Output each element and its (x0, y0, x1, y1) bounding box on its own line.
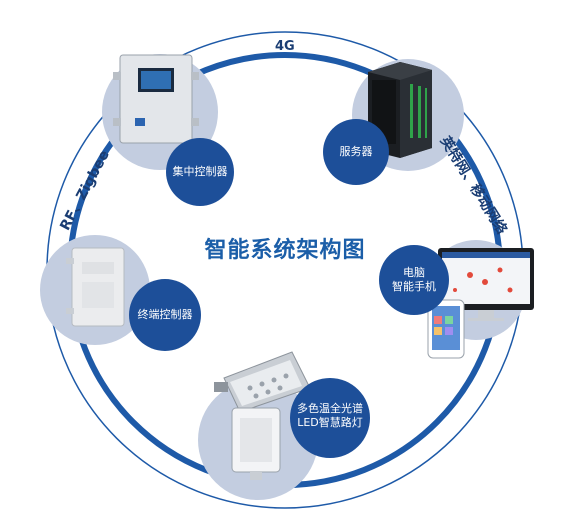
phone-label: 智能手机 (392, 280, 436, 293)
led-label: 多色温全光谱 LED智慧路灯 (288, 402, 372, 430)
led-label-line2: LED智慧路灯 (297, 416, 363, 429)
concentrator-badge (166, 138, 234, 206)
led-badge (290, 378, 370, 458)
server-badge (323, 119, 389, 185)
pc-phone-device-image (427, 248, 534, 359)
concentrator-device-image (113, 54, 199, 144)
led-light-device-image (214, 351, 311, 480)
pc-phone-label: 电脑 智能手机 (379, 266, 449, 294)
terminal-badge (129, 279, 201, 351)
terminal-device-image (66, 247, 125, 327)
pc-phone-badge (379, 245, 449, 315)
network-label-top: 4G (275, 39, 295, 54)
terminal-label: 终端控制器 (137, 308, 193, 321)
led-label-line1: 多色温全光谱 (297, 402, 363, 415)
server-label: 服务器 (339, 145, 373, 158)
concentrator-label: 集中控制器 (172, 165, 228, 178)
pc-label: 电脑 (403, 266, 425, 279)
diagram-title: 智能系统架构图 (204, 238, 366, 263)
